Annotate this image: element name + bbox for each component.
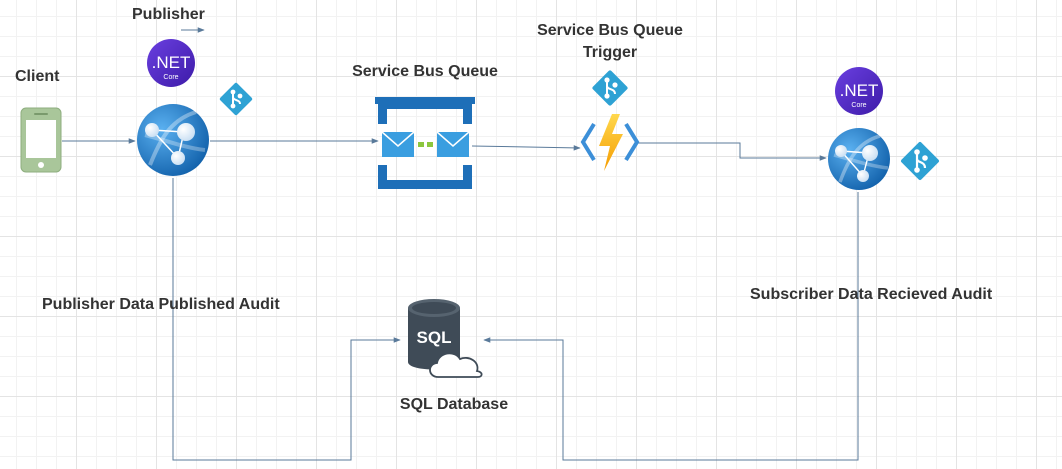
connectors bbox=[62, 27, 859, 461]
app-service-web-icon bbox=[137, 104, 209, 176]
service-bus-queue-label: Service Bus Queue bbox=[352, 63, 498, 80]
dotnet-badge-sub-text: Core bbox=[851, 102, 866, 109]
sql-database-icon: SQL bbox=[408, 299, 483, 378]
trigger-label-line1: Service Bus Queue bbox=[537, 22, 683, 39]
dotnet-badge-main-text: .NET bbox=[840, 81, 879, 100]
subscriber-audit-label: Subscriber Data Recieved Audit bbox=[750, 286, 993, 303]
git-repo-icon bbox=[219, 82, 253, 116]
dotnet-badge-sub-text: Core bbox=[163, 74, 178, 81]
connector-subscriber-to-sql bbox=[483, 192, 859, 461]
publisher-label: Publisher bbox=[132, 6, 205, 23]
dotnet-core-icon: .NET Core bbox=[835, 67, 883, 115]
connector-publisher-to-sql bbox=[172, 178, 401, 461]
dotnet-badge-main-text: .NET bbox=[152, 53, 191, 72]
publisher-audit-label: Publisher Data Published Audit bbox=[42, 296, 280, 313]
connector-trigger-to-subscriber bbox=[636, 142, 827, 161]
app-service-web-icon bbox=[828, 128, 890, 190]
dotnet-core-icon: .NET Core bbox=[147, 39, 195, 87]
azure-function-icon bbox=[580, 114, 640, 171]
client-label: Client bbox=[15, 68, 60, 85]
connector-queue-to-trigger bbox=[471, 145, 581, 151]
service-bus-queue-icon bbox=[375, 97, 475, 189]
mobile-phone-icon bbox=[20, 107, 62, 173]
trigger-label-line2: Trigger bbox=[582, 44, 638, 61]
sql-badge-text: SQL bbox=[417, 328, 452, 347]
sql-database-label: SQL Database bbox=[399, 396, 509, 413]
git-repo-icon bbox=[901, 142, 939, 180]
git-repo-icon bbox=[592, 70, 628, 106]
